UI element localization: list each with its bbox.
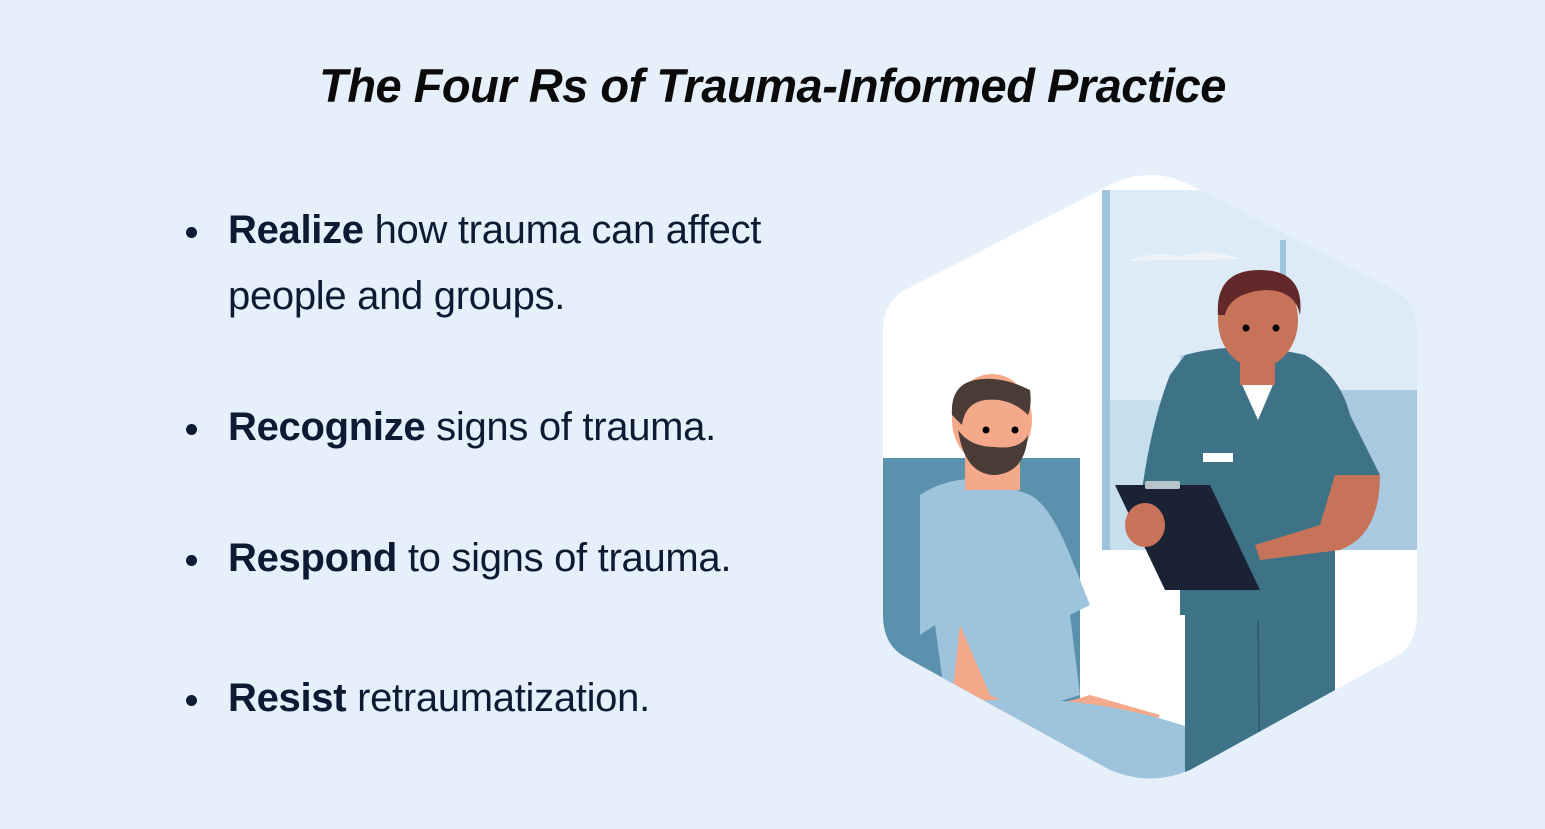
description: to signs of trauma.	[397, 536, 732, 580]
list-item-respond: Respond to signs of trauma.	[186, 525, 828, 591]
keyword: Respond	[228, 536, 398, 580]
bullet-dot-icon	[186, 424, 197, 435]
keyword: Recognize	[228, 405, 426, 449]
list-item-resist: Resist retraumatization.	[186, 665, 828, 731]
list-item-realize: Realize how trauma can affect people and…	[186, 197, 828, 329]
keyword: Realize	[228, 208, 364, 252]
bullet-dot-icon	[186, 695, 197, 706]
description: retraumatization.	[346, 676, 650, 720]
bullet-dot-icon	[186, 227, 197, 238]
bullet-dot-icon	[186, 555, 197, 566]
nurse-patient-illustration	[880, 175, 1420, 785]
list-item-recognize: Recognize signs of trauma.	[186, 394, 828, 460]
description: signs of trauma.	[425, 405, 716, 449]
description: how trauma can affect people and groups.	[228, 208, 762, 318]
keyword: Resist	[228, 676, 347, 720]
page-title: The Four Rs of Trauma-Informed Practice	[319, 59, 1226, 112]
hexagon-illustration-icon	[883, 175, 1417, 779]
